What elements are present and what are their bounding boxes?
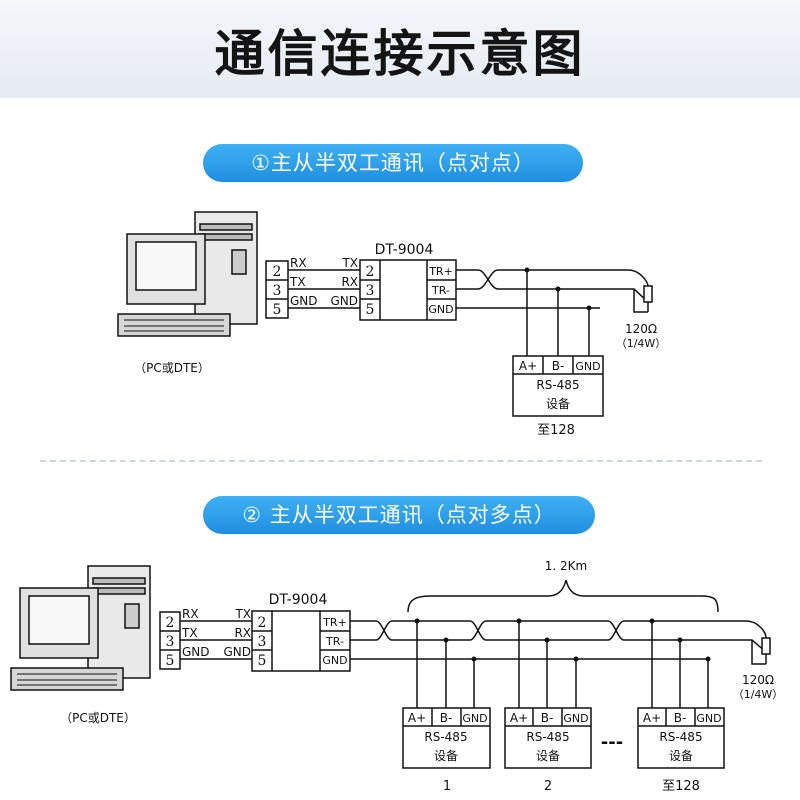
point-to-point-diagram: （PC或DTE） 2 3 5 RX TX GND TX RX GND DT-90…	[117, 211, 667, 438]
rs485-device-2: A+ B- GND RS-485 设备	[504, 707, 592, 769]
section1-heading: ①主从半双工通讯（点对点）	[203, 144, 583, 182]
rs485-bus	[456, 269, 649, 356]
resistor-value: 120Ω	[625, 322, 657, 336]
junction-dots	[524, 267, 592, 311]
device-gnd: GND	[563, 712, 588, 725]
resistor-value: 120Ω	[742, 673, 774, 687]
terminating-resistor	[761, 637, 771, 655]
device-number-1: 1	[443, 779, 451, 794]
device-b-minus: B-	[674, 711, 687, 725]
conv-signal-tx: TX	[234, 607, 251, 621]
resistor-power: （1/4W）	[616, 337, 667, 350]
device-number-2: 2	[544, 779, 552, 794]
ellipsis: ---	[601, 732, 623, 753]
pc-signal-gnd: GND	[290, 294, 318, 308]
distance-label: 1. 2Km	[545, 559, 587, 573]
device-gnd: GND	[575, 360, 600, 373]
device-number-128: 至128	[662, 779, 700, 794]
device-b-minus: B-	[440, 711, 453, 725]
pc-signal-tx: TX	[289, 275, 306, 289]
device-gnd: GND	[696, 712, 721, 725]
converter-label: DT-9004	[269, 592, 328, 608]
device-b-minus: B-	[552, 359, 565, 373]
pc-pin-5: 5	[166, 653, 175, 669]
pc-pin-2: 2	[166, 615, 175, 631]
pc-pin-5: 5	[273, 302, 282, 318]
converter-box	[359, 259, 457, 321]
resistor-power: （1/4W）	[733, 688, 784, 701]
conv-pin-5: 5	[366, 302, 375, 318]
device-name: 设备	[434, 749, 458, 763]
device-a-plus: A+	[510, 711, 528, 725]
pc-label: （PC或DTE）	[134, 361, 210, 375]
rs485-device-128: A+ B- GND RS-485 设备	[637, 707, 725, 769]
conv-signal-tx: TX	[341, 256, 358, 270]
junction-dots	[414, 618, 711, 662]
terminating-resistor	[643, 285, 653, 303]
pc-signal-gnd: GND	[182, 645, 210, 659]
rs232-wires	[288, 269, 360, 309]
device-name: 设备	[669, 749, 693, 763]
rs485-bus	[350, 620, 767, 708]
conv-signal-rx: RX	[234, 626, 251, 640]
terminal-tr-minus: TR-	[325, 635, 344, 648]
device-model: RS-485	[659, 730, 702, 744]
terminal-gnd: GND	[428, 303, 453, 316]
device-count: 至128	[537, 423, 575, 438]
terminal-tr-minus: TR-	[431, 284, 450, 297]
computer-icon	[117, 211, 258, 337]
terminal-gnd: GND	[322, 654, 347, 667]
point-to-multipoint-diagram: （PC或DTE） 2 3 5 RX TX GND TX RX GND DT-90…	[10, 559, 784, 794]
device-a-plus: A+	[643, 711, 661, 725]
device-a-plus: A+	[408, 711, 426, 725]
section2-heading: ② 主从半双工通讯（点对多点）	[203, 496, 595, 534]
computer-icon	[10, 565, 151, 691]
page-title: 通信连接示意图	[214, 25, 586, 83]
device-model: RS-485	[424, 730, 467, 744]
device-name: 设备	[536, 749, 560, 763]
device-b-minus: B-	[541, 711, 554, 725]
pc-signal-rx: RX	[290, 256, 307, 270]
conv-pin-3: 3	[366, 283, 375, 299]
converter-label: DT-9004	[375, 242, 434, 258]
conv-pin-5: 5	[258, 653, 267, 669]
converter-box	[251, 610, 351, 672]
conv-signal-rx: RX	[341, 275, 358, 289]
terminal-tr-plus: TR+	[322, 616, 347, 629]
conv-pin-2: 2	[366, 264, 375, 280]
pc-signal-tx: TX	[181, 626, 198, 640]
pc-signal-rx: RX	[182, 607, 199, 621]
device-model: RS-485	[536, 378, 579, 392]
section-divider	[40, 460, 762, 462]
pc-pin-3: 3	[273, 283, 282, 299]
device-model: RS-485	[526, 730, 569, 744]
device-gnd: GND	[462, 712, 487, 725]
conv-pin-3: 3	[258, 634, 267, 650]
conv-pin-2: 2	[258, 615, 267, 631]
terminal-tr-plus: TR+	[428, 265, 453, 278]
rs232-wires	[180, 620, 252, 660]
pc-pin-3: 3	[166, 634, 175, 650]
conv-signal-gnd: GND	[330, 294, 358, 308]
pc-label: （PC或DTE）	[60, 711, 136, 725]
conv-signal-gnd: GND	[223, 645, 251, 659]
pc-serial-port	[159, 611, 181, 670]
distance-brace	[407, 579, 719, 613]
rs485-device-1: A+ B- GND RS-485 设备	[402, 707, 491, 769]
rs485-device-box	[512, 355, 604, 417]
pc-pin-2: 2	[273, 264, 282, 280]
title-banner	[0, 0, 800, 98]
device-a-plus: A+	[519, 359, 537, 373]
device-name: 设备	[546, 397, 570, 411]
